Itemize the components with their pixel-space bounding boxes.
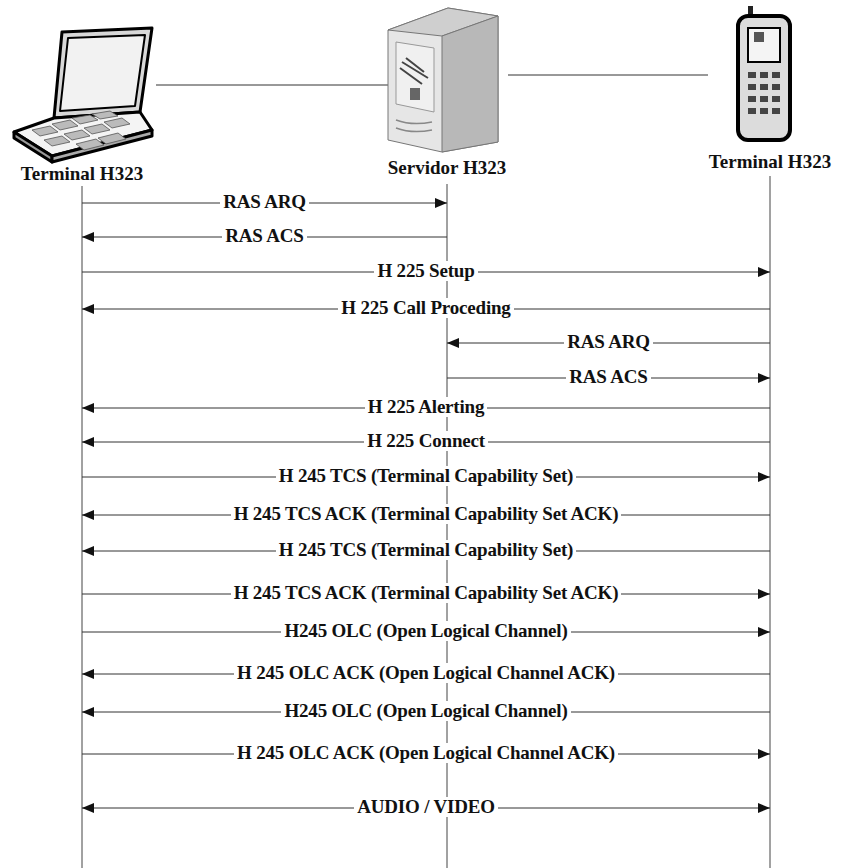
link-line <box>156 85 388 86</box>
message-label: AUDIO / VIDEO <box>354 797 497 818</box>
laptop-icon <box>2 20 170 164</box>
message-label: H 225 Alerting <box>365 397 487 418</box>
entity-label: Servidor H323 <box>386 158 508 179</box>
entity-label: Terminal H323 <box>707 152 833 173</box>
lifeline <box>447 184 448 868</box>
message-label: H 225 Setup <box>374 261 477 282</box>
message-label: H 245 TCS (Terminal Capability Set) <box>276 540 576 561</box>
message-label: RAS ARQ <box>564 332 653 353</box>
server-icon <box>372 2 522 158</box>
message-label: RAS ACS <box>222 226 306 247</box>
message-label: H 225 Call Proceding <box>338 298 513 319</box>
message-label: H 245 TCS ACK (Terminal Capability Set A… <box>231 583 622 604</box>
message-label: H245 OLC (Open Logical Channel) <box>281 621 570 642</box>
message-label: H 245 TCS ACK (Terminal Capability Set A… <box>231 504 622 525</box>
message-label: H245 OLC (Open Logical Channel) <box>281 701 570 722</box>
phone-terminal: Terminal H323 <box>692 2 848 174</box>
message-label: H 245 OLC ACK (Open Logical Channel ACK) <box>234 663 618 684</box>
message-label: RAS ACS <box>566 367 650 388</box>
message-label: H 245 TCS (Terminal Capability Set) <box>276 466 576 487</box>
lifeline <box>770 176 771 868</box>
lifeline <box>82 186 83 868</box>
message-label: H 245 OLC ACK (Open Logical Channel ACK) <box>234 743 618 764</box>
server: Servidor H323 <box>372 2 522 182</box>
laptop-terminal: Terminal H323 <box>2 20 170 188</box>
message-label: RAS ARQ <box>220 192 309 213</box>
phone-icon <box>692 2 848 152</box>
link-line <box>508 75 708 76</box>
message-label: H 225 Connect <box>364 431 488 452</box>
entity-label: Terminal H323 <box>19 164 145 185</box>
